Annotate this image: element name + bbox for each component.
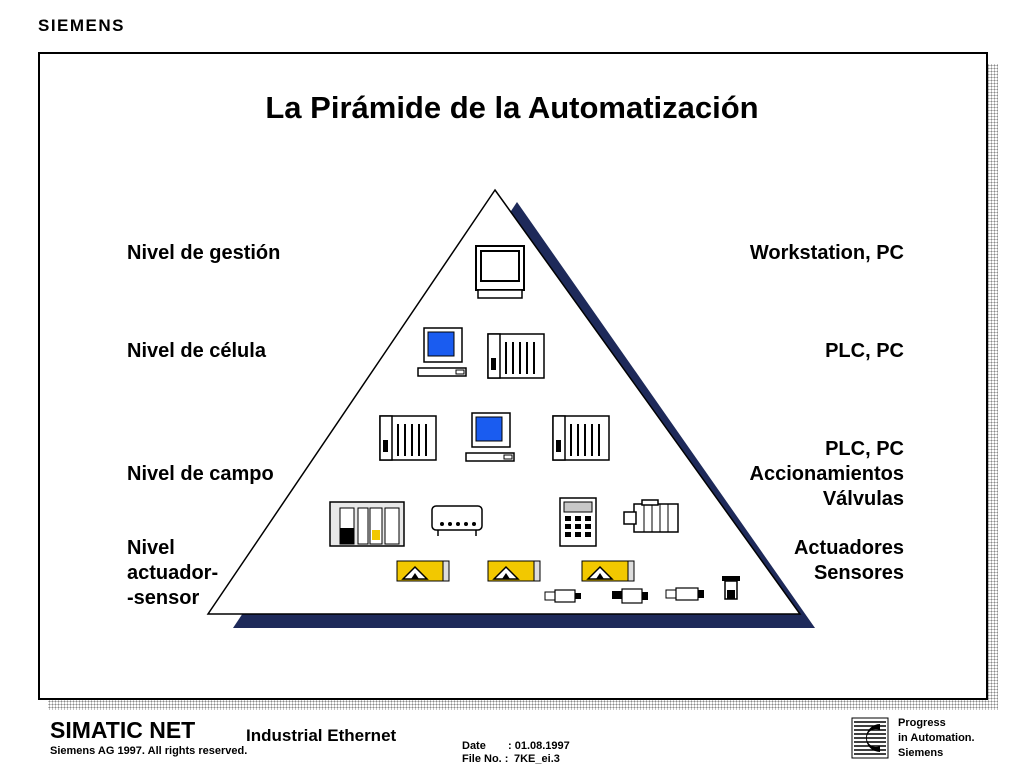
proximity-sensor-icon — [544, 589, 581, 603]
level-label-line: -sensor — [127, 587, 200, 609]
slogan: Progress in Automation. Siemens — [898, 716, 975, 761]
level-label-cell: Nivel de célula — [127, 340, 266, 362]
slogan-line: in Automation. — [898, 732, 975, 744]
level-label-field: Nivel de campo — [127, 463, 274, 485]
device-label-line: Válvulas — [822, 488, 904, 510]
file-value: 7KE_ei.3 — [514, 753, 560, 765]
device-label-actuator-sensor: Actuadores Sensores — [794, 536, 904, 586]
copyright: Siemens AG 1997. All rights reserved. — [50, 745, 248, 757]
pc-icon — [417, 327, 467, 377]
compact-plc-icon — [329, 501, 405, 547]
date-value: : 01.08.1997 — [508, 740, 570, 752]
file-row: File No. : 7KE_ei.3 — [462, 753, 560, 765]
device-label-line: Sensores — [813, 562, 904, 584]
device-label-cell: PLC, PC — [825, 340, 904, 362]
slide-title: La Pirámide de la Automatización — [265, 90, 759, 125]
plc-rack-icon — [552, 415, 610, 461]
valve-sensor-icon — [722, 576, 740, 600]
plc-rack-icon — [487, 333, 545, 379]
device-label-line: PLC, PC — [825, 438, 904, 460]
level-label-actuator-sensor: Nivel actuador- -sensor — [127, 536, 218, 611]
proximity-sensor-icon — [612, 588, 648, 604]
device-label-line: Actuadores — [793, 537, 904, 559]
workstation-icon — [475, 245, 525, 299]
device-label-field: PLC, PC Accionamientos Válvulas — [750, 437, 904, 512]
product-subtitle: Industrial Ethernet — [246, 726, 397, 745]
slogan-line: Progress — [898, 717, 946, 729]
progress-logo-icon — [851, 717, 889, 759]
level-label-line: Nivel — [127, 537, 175, 559]
proximity-sensor-icon — [665, 587, 704, 601]
siemens-logo: SIEMENS — [38, 16, 126, 35]
level-label-management: Nivel de gestión — [127, 242, 281, 264]
sensor-icon — [581, 560, 635, 582]
motor-icon — [623, 499, 679, 533]
device-label-line: Accionamientos — [749, 463, 904, 485]
product-name: SIMATIC NET — [50, 717, 196, 743]
file-label: File No. : — [462, 753, 509, 765]
plc-rack-icon — [379, 415, 437, 461]
level-label-line: actuador- — [127, 562, 219, 584]
io-module-icon — [431, 505, 483, 536]
date-row: Date : 01.08.1997 — [462, 740, 570, 752]
sensor-icon — [487, 560, 541, 582]
keypad-icon — [559, 497, 597, 547]
device-label-management: Workstation, PC — [749, 242, 904, 264]
date-label: Date — [462, 740, 486, 752]
sensor-icon — [396, 560, 450, 582]
slogan-line: Siemens — [898, 747, 944, 759]
pc-icon — [465, 412, 515, 462]
